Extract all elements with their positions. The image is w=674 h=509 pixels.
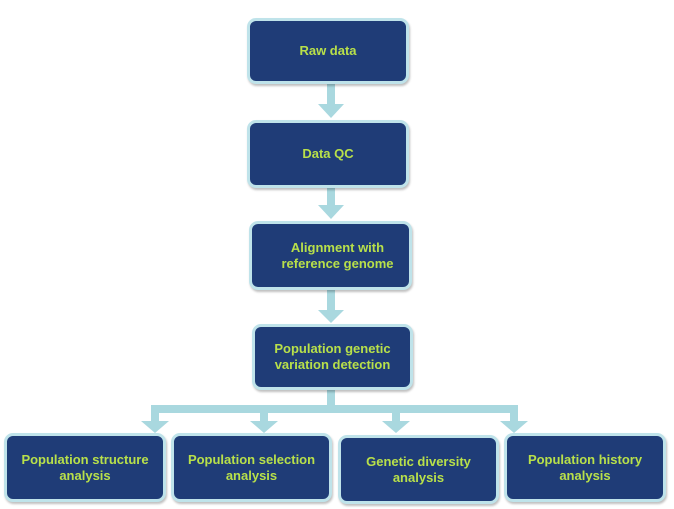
data-qc-label: Data QC — [302, 146, 354, 161]
population-selection-label: Population selection analysis — [187, 451, 316, 483]
variation-detection-label: Population genetic variation detection — [274, 341, 391, 372]
genetic-diversity-box: Genetic diversity analysis — [338, 435, 499, 504]
alignment-box: Alignment with reference genome — [249, 221, 412, 290]
population-history-label: Population history analysis — [527, 451, 643, 483]
alignment-label: Alignment with reference genome — [281, 239, 394, 271]
arrow-variation-to-branches — [141, 390, 528, 433]
population-structure-label: Population structure analysis — [21, 451, 149, 483]
population-selection-box: Population selection analysis — [171, 433, 332, 502]
variation-detection-box: Population genetic variation detection — [252, 324, 413, 390]
arrow-alignment-to-variation — [318, 290, 344, 323]
arrow-raw-to-qc — [318, 84, 344, 118]
population-history-box: Population history analysis — [504, 433, 666, 502]
data-qc-box: Data QC — [247, 120, 409, 188]
genetic-diversity-label: Genetic diversity analysis — [366, 453, 471, 485]
arrow-qc-to-alignment — [318, 188, 344, 219]
population-structure-box: Population structure analysis — [4, 433, 166, 502]
raw-data-label: Raw data — [299, 43, 357, 58]
raw-data-box: Raw data — [247, 18, 409, 84]
